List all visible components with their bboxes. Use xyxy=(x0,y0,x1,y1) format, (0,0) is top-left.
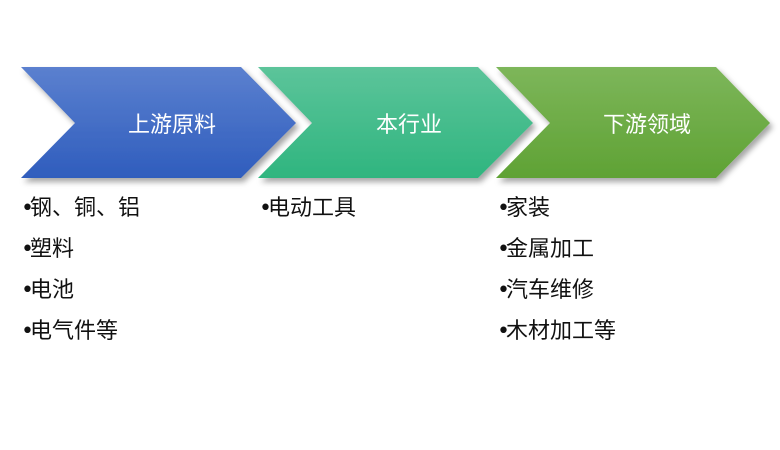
industry-list: •电动工具 xyxy=(259,194,356,235)
downstream-list: •家装 •金属加工 •汽车维修 •木材加工等 xyxy=(497,194,616,358)
list-item: •钢、铜、铝 xyxy=(21,196,141,221)
stage-title: 上游原料 xyxy=(127,113,216,138)
stage-title: 下游领域 xyxy=(602,113,691,138)
chevron-arrow-icon xyxy=(258,67,533,178)
chevron-arrow-icon xyxy=(496,67,770,178)
stage-downstream: 下游领域 xyxy=(496,67,772,179)
list-item: •汽车维修 xyxy=(497,278,595,303)
list-item: •金属加工 xyxy=(497,237,595,262)
list-item: •家装 xyxy=(497,196,551,221)
stage-title: 本行业 xyxy=(375,113,442,138)
list-item: •电气件等 xyxy=(21,319,119,344)
list-item: •电动工具 xyxy=(259,196,357,221)
chevron-arrow-icon xyxy=(21,67,296,178)
upstream-list: •钢、铜、铝 •塑料 •电池 •电气件等 xyxy=(21,194,140,358)
stage-upstream: 上游原料 xyxy=(21,67,297,179)
list-item: •塑料 xyxy=(21,237,75,262)
list-item: •电池 xyxy=(21,278,75,303)
list-item: •木材加工等 xyxy=(497,319,617,344)
stage-industry: 本行业 xyxy=(258,67,534,179)
